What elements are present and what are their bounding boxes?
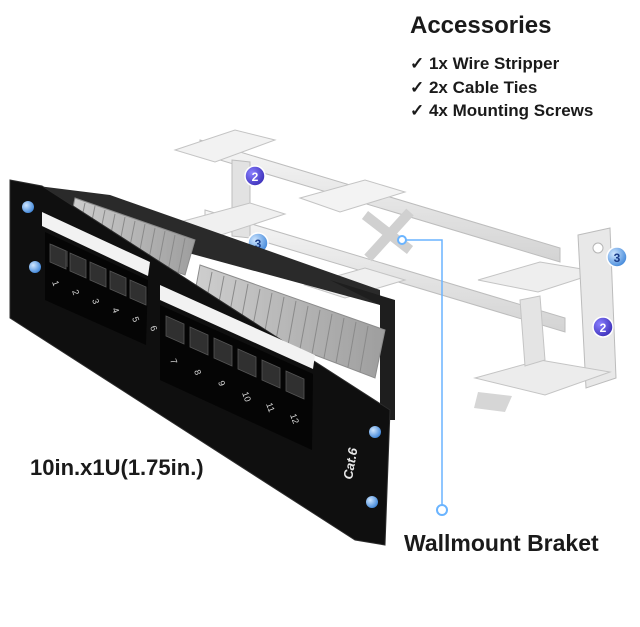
svg-text:6: 6 [148, 324, 159, 332]
patch-panel [9, 179, 395, 546]
wallmount-bracket-label: Wallmount Braket [404, 530, 599, 556]
callout-3-right: 3 [606, 246, 628, 268]
panel-size-label: 10in.x1U(1.75in.) [30, 455, 204, 480]
svg-text:2: 2 [600, 321, 607, 335]
accessory-item: ✓ 4x Mounting Screws [410, 101, 594, 120]
port-number-labels: 1 2 3 4 5 6 7 8 9 10 11 12 [50, 279, 301, 425]
cat6-label: Cat.6 [340, 446, 360, 481]
wallmount-bracket [173, 129, 617, 412]
svg-text:2: 2 [252, 170, 259, 184]
svg-text:1: 1 [50, 279, 61, 287]
bracket-leader-line [397, 235, 448, 516]
svg-text:3: 3 [614, 251, 621, 265]
svg-text:2: 2 [70, 288, 81, 296]
svg-text:8: 8 [192, 368, 203, 376]
svg-text:3: 3 [90, 297, 101, 305]
svg-text:11: 11 [264, 401, 277, 413]
accessories-title: Accessories [410, 12, 552, 39]
svg-text:3: 3 [255, 237, 262, 251]
accessory-item: ✓ 2x Cable Ties [410, 78, 538, 97]
svg-text:7: 7 [168, 357, 179, 365]
accessory-item: ✓ 1x Wire Stripper [410, 54, 560, 73]
callout-2-top: 2 [244, 165, 266, 187]
callout-2-right: 2 [592, 316, 614, 338]
svg-text:10: 10 [240, 390, 253, 403]
svg-text:5: 5 [130, 315, 141, 323]
svg-text:9: 9 [216, 379, 227, 387]
svg-text:4: 4 [110, 306, 121, 314]
svg-text:12: 12 [288, 412, 301, 425]
